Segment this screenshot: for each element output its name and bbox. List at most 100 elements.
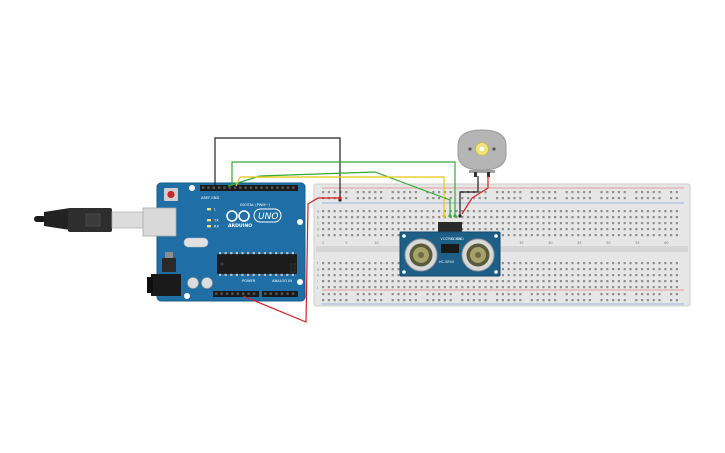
power-rail-hole[interactable]: [675, 197, 678, 200]
breadboard-hole[interactable]: [385, 274, 388, 277]
breadboard-hole[interactable]: [664, 262, 667, 265]
breadboard-hole[interactable]: [583, 262, 586, 265]
power-rail-hole[interactable]: [391, 191, 394, 194]
power-rail-hole[interactable]: [675, 293, 678, 296]
breadboard-hole[interactable]: [391, 274, 394, 277]
breadboard-hole[interactable]: [403, 216, 406, 219]
breadboard-hole[interactable]: [391, 280, 394, 283]
breadboard-hole[interactable]: [478, 228, 481, 231]
breadboard-hole[interactable]: [565, 216, 568, 219]
breadboard-hole[interactable]: [554, 280, 557, 283]
breadboard-hole[interactable]: [351, 274, 354, 277]
power-rail-hole[interactable]: [449, 191, 452, 194]
breadboard-hole[interactable]: [559, 268, 562, 271]
breadboard-hole[interactable]: [380, 280, 383, 283]
breadboard-hole[interactable]: [409, 216, 412, 219]
digital-pin[interactable]: [239, 186, 242, 189]
breadboard-hole[interactable]: [565, 210, 568, 213]
breadboard-hole[interactable]: [461, 216, 464, 219]
breadboard-hole[interactable]: [368, 234, 371, 237]
digital-pin[interactable]: [202, 186, 205, 189]
breadboard-hole[interactable]: [588, 268, 591, 271]
breadboard-hole[interactable]: [606, 228, 609, 231]
breadboard-hole[interactable]: [519, 222, 522, 225]
breadboard-hole[interactable]: [670, 216, 673, 219]
breadboard-hole[interactable]: [548, 222, 551, 225]
power-rail-hole[interactable]: [513, 293, 516, 296]
breadboard-hole[interactable]: [583, 210, 586, 213]
breadboard-hole[interactable]: [362, 268, 365, 271]
power-rail-hole[interactable]: [391, 299, 394, 302]
breadboard-hole[interactable]: [583, 268, 586, 271]
power-rail-hole[interactable]: [565, 191, 568, 194]
arduino-uno-board[interactable]: L TX RX AREF GND DIGITAL (PWM~) ARDUINO …: [142, 182, 306, 302]
breadboard-hole[interactable]: [646, 234, 649, 237]
breadboard-hole[interactable]: [432, 222, 435, 225]
breadboard-hole[interactable]: [443, 286, 446, 289]
breadboard[interactable]: 151015202530354045505560abcdefghij: [313, 183, 691, 307]
breadboard-hole[interactable]: [675, 262, 678, 265]
breadboard-hole[interactable]: [594, 262, 597, 265]
breadboard-hole[interactable]: [658, 280, 661, 283]
breadboard-hole[interactable]: [327, 216, 330, 219]
breadboard-hole[interactable]: [327, 262, 330, 265]
power-rail-hole[interactable]: [583, 299, 586, 302]
breadboard-hole[interactable]: [542, 222, 545, 225]
digital-pin[interactable]: [244, 186, 247, 189]
breadboard-hole[interactable]: [571, 286, 574, 289]
breadboard-hole[interactable]: [356, 274, 359, 277]
power-rail-hole[interactable]: [583, 293, 586, 296]
power-rail-hole[interactable]: [327, 191, 330, 194]
breadboard-hole[interactable]: [362, 262, 365, 265]
power-rail-hole[interactable]: [554, 191, 557, 194]
breadboard-hole[interactable]: [507, 216, 510, 219]
digital-pin[interactable]: [281, 186, 284, 189]
breadboard-hole[interactable]: [351, 216, 354, 219]
breadboard-hole[interactable]: [542, 274, 545, 277]
breadboard-hole[interactable]: [385, 234, 388, 237]
breadboard-hole[interactable]: [577, 274, 580, 277]
breadboard-hole[interactable]: [362, 222, 365, 225]
power-rail-hole[interactable]: [409, 299, 412, 302]
power-rail-hole[interactable]: [542, 293, 545, 296]
breadboard-hole[interactable]: [623, 280, 626, 283]
power-rail-hole[interactable]: [414, 197, 417, 200]
breadboard-hole[interactable]: [397, 274, 400, 277]
breadboard-hole[interactable]: [490, 228, 493, 231]
power-rail-hole[interactable]: [617, 197, 620, 200]
breadboard-hole[interactable]: [380, 216, 383, 219]
power-rail-hole[interactable]: [403, 197, 406, 200]
breadboard-hole[interactable]: [322, 280, 325, 283]
breadboard-hole[interactable]: [339, 234, 342, 237]
breadboard-hole[interactable]: [467, 286, 470, 289]
breadboard-hole[interactable]: [490, 216, 493, 219]
power-pin[interactable]: [247, 292, 250, 295]
breadboard-hole[interactable]: [362, 274, 365, 277]
power-rail-hole[interactable]: [484, 293, 487, 296]
breadboard-hole[interactable]: [374, 210, 377, 213]
breadboard-hole[interactable]: [391, 228, 394, 231]
breadboard-hole[interactable]: [646, 210, 649, 213]
power-rail-hole[interactable]: [670, 191, 673, 194]
breadboard-hole[interactable]: [641, 280, 644, 283]
power-rail-hole[interactable]: [641, 293, 644, 296]
power-rail-hole[interactable]: [646, 299, 649, 302]
power-rail-hole[interactable]: [426, 293, 429, 296]
breadboard-hole[interactable]: [658, 274, 661, 277]
breadboard-hole[interactable]: [612, 268, 615, 271]
power-rail-hole[interactable]: [588, 191, 591, 194]
power-rail-hole[interactable]: [426, 197, 429, 200]
breadboard-hole[interactable]: [606, 262, 609, 265]
breadboard-hole[interactable]: [583, 216, 586, 219]
breadboard-hole[interactable]: [397, 210, 400, 213]
breadboard-hole[interactable]: [507, 268, 510, 271]
analog-pin[interactable]: [264, 292, 267, 295]
breadboard-hole[interactable]: [374, 216, 377, 219]
power-rail-hole[interactable]: [467, 299, 470, 302]
breadboard-hole[interactable]: [397, 222, 400, 225]
breadboard-hole[interactable]: [345, 280, 348, 283]
breadboard-hole[interactable]: [629, 268, 632, 271]
breadboard-hole[interactable]: [542, 286, 545, 289]
breadboard-hole[interactable]: [658, 222, 661, 225]
breadboard-hole[interactable]: [426, 222, 429, 225]
